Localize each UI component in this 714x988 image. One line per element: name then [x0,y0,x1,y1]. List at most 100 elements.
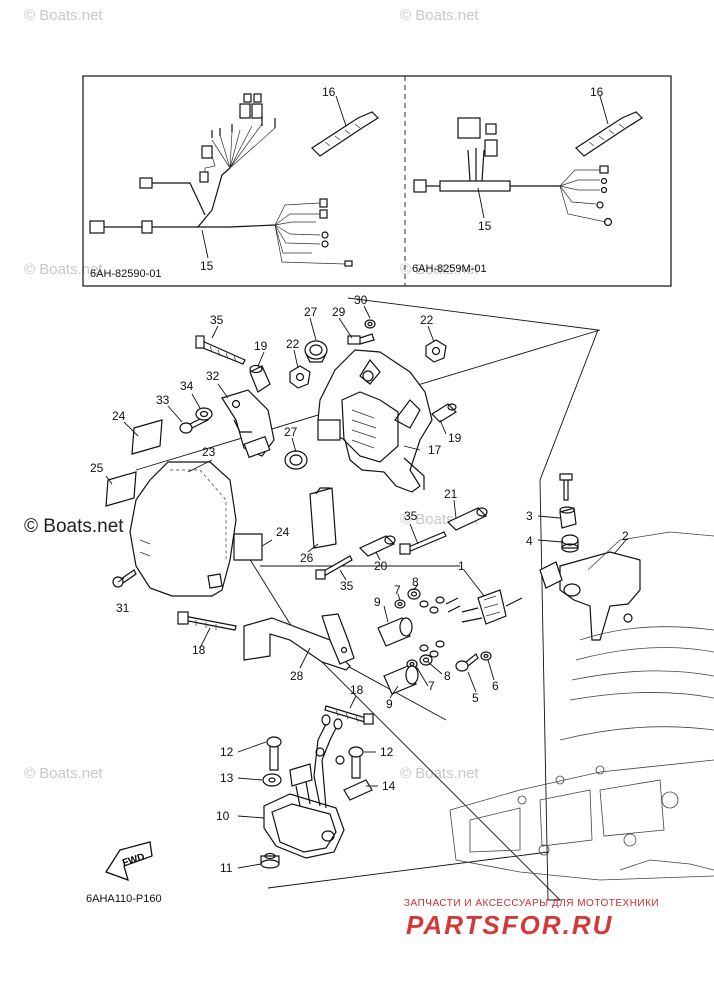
assembly-guide-lines [135,297,601,901]
clamp-22-right [425,339,447,363]
partsfor-caption: ЗАПЧАСТИ И АКСЕССУАРЫ ДЛЯ МОТОТЕХНИКИ [404,898,659,909]
clamp-22-left [289,365,311,389]
callout-25: 25 [90,461,104,475]
callout-3: 3 [526,509,533,523]
cap-9-lower [383,665,419,695]
callout-16-right: 16 [590,85,604,99]
nut-8-upper [407,588,421,600]
collar-19-left [249,364,271,393]
callout-22-left: 22 [286,337,300,351]
callout-31: 31 [116,601,130,615]
cable-tie-18-left [177,611,237,631]
callout-18-lower: 18 [350,683,364,697]
partsfor-watermark: ЗАПЧАСТИ И АКСЕССУАРЫ ДЛЯ МОТОТЕХНИКИ PA… [404,898,659,940]
watermark-boats-net: © Boats.net [400,261,479,278]
callout-12-right: 12 [380,745,394,759]
collar-20 [358,535,396,557]
callout-9-upper: 9 [374,595,381,609]
callout-15-left: 15 [200,259,214,273]
watermark-boats-net: © Boats.net [24,7,103,24]
watermark-boats-net: © Boats.net [400,7,479,24]
grommet-27-top [304,340,328,363]
bolt-29 [347,333,375,345]
grommet-4 [561,534,579,553]
callout-7-lower: 7 [428,679,435,693]
callout-10: 10 [216,809,230,823]
holder-26 [309,487,337,549]
inset-part-code-right: 6AH-8259M-01 [412,263,487,275]
cable-tie-18-lower [324,705,374,725]
callout-33: 33 [156,393,170,407]
cable-tie-16-right [575,111,643,157]
washer-13 [262,773,282,787]
washer-34 [195,407,213,421]
bolt-12-right [348,746,364,779]
bolt-33 [179,415,209,434]
bolt-5 [455,653,479,672]
clip-14 [343,779,373,801]
diagram-code: 6AHA110-P160 [86,893,162,905]
callout-16-left: 16 [322,85,336,99]
callout-8-upper: 8 [412,575,419,589]
boats-net-watermarks: © Boats.net © Boats.net © Boats.net © Bo… [24,7,479,782]
callout-23: 23 [202,445,216,459]
callout-22-right: 22 [420,313,434,327]
cable-tie-35-low [315,555,353,580]
collar-11 [260,852,280,869]
wire-harness-left [89,93,353,267]
washer-7-upper [394,599,406,609]
callout-7-upper: 7 [394,583,401,597]
fwd-arrow-icon: FWD [105,841,153,882]
cable-tie-35-top [195,335,246,365]
label-24-mid [233,533,263,561]
callout-19-right: 19 [448,431,462,445]
label-25 [105,471,137,507]
callout-32: 32 [206,369,220,383]
callout-29: 29 [332,305,346,319]
callout-26: 26 [300,551,314,565]
grommet-27-mid [284,450,308,470]
washer-6 [480,651,492,661]
callout-24-top: 24 [112,409,126,423]
washer-30 [364,319,376,329]
cap-9-upper [377,617,413,647]
callout-4: 4 [526,534,533,548]
bracket-2 [539,551,641,641]
callout-18-left: 18 [192,643,206,657]
cable-tie-35-right [399,531,447,555]
callout-11: 11 [220,861,233,875]
collar-21 [446,507,488,531]
rectifier-regulator-10 [263,714,345,859]
callout-9-lower: 9 [386,697,393,711]
callout-numbers: 35 19 27 29 30 22 22 32 34 33 24 25 23 2… [90,293,629,875]
callout-5: 5 [472,691,479,705]
callout-12-left: 12 [220,745,234,759]
callout-34: 34 [180,379,194,393]
callout-20: 20 [374,559,388,573]
callout-15-right: 15 [478,219,492,233]
screw-top-3 [559,473,573,501]
wire-harness-right [413,117,613,227]
callout-21: 21 [444,487,458,501]
electrical-bracket-17 [317,349,433,493]
callout-13: 13 [220,771,234,785]
callout-2: 2 [622,529,629,543]
engine-block-outline [449,531,714,881]
callout-35-right: 35 [404,509,418,523]
callout-27-top: 27 [304,305,318,319]
bracket-28 [243,613,355,671]
callout-17: 17 [428,443,442,457]
inset-part-code-left: 6AH-82590-01 [90,268,162,280]
screw-31 [112,569,137,588]
callout-19-left: 19 [254,339,268,353]
callout-8-lower: 8 [444,669,451,683]
callout-30: 30 [354,293,368,307]
label-24-top [131,419,163,455]
callout-leaders [105,305,627,869]
terminal-set-lower [419,640,445,658]
collar-19-right [431,403,457,423]
bolt-12-left [266,736,282,771]
watermark-boats-net: © Boats.net [400,765,479,782]
